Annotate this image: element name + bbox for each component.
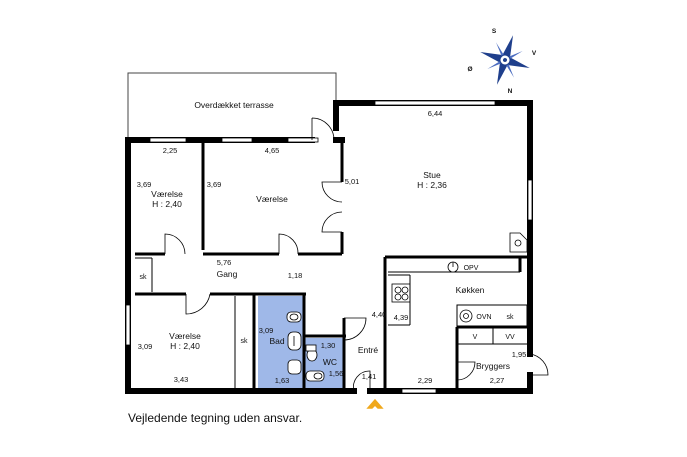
bedroom2-label: Værelse — [256, 194, 288, 204]
oven-label: OVN — [476, 314, 491, 321]
dim-bedroom1-depth: 3,69 — [137, 180, 152, 189]
compass-s-label: S — [492, 28, 497, 35]
dim-utility-width: 2,27 — [490, 376, 505, 385]
dim-bedroom2-depth: 3,69 — [207, 180, 222, 189]
closet-label-kitchen: sk — [507, 314, 515, 321]
windows — [125, 100, 533, 394]
closet-label-hall: sk — [140, 274, 148, 281]
dim-bedroom1-width: 2,25 — [163, 146, 178, 155]
bedroom3-height: H : 2,40 — [170, 341, 200, 351]
dim-hall-width: 1,18 — [288, 271, 303, 280]
dim-bath-width: 1,63 — [275, 376, 290, 385]
dim-wc-width: 1,30 — [321, 341, 336, 350]
water-heater-label: VV — [505, 334, 515, 341]
dim-wc-depth: 1,56 — [329, 369, 344, 378]
dim-entry-width: 1,41 — [362, 372, 377, 381]
bedroom3-label: Værelse — [169, 331, 201, 341]
entry-label: Entré — [358, 345, 379, 355]
kitchen-fixtures — [391, 232, 528, 323]
stove-icon — [394, 286, 402, 294]
compass-n-label: N — [508, 88, 513, 95]
bedroom1-label: Værelse — [151, 189, 183, 199]
dim-bedroom3-depth: 3,09 — [138, 342, 153, 351]
dim-utility-depth: 1,95 — [512, 350, 527, 359]
living-room-height: H : 2,36 — [417, 180, 447, 190]
dim-kitchen-depth: 4,40 — [372, 310, 387, 319]
doors — [164, 117, 549, 392]
living-room-label: Stue — [423, 170, 441, 180]
bathroom-fixtures — [286, 311, 325, 382]
compass-e-label: Ø — [467, 66, 472, 73]
bedroom1-height: H : 2,40 — [152, 199, 182, 209]
utility-label: Bryggers — [476, 361, 510, 371]
terrace-outline — [127, 72, 337, 140]
compass-rose-icon — [480, 35, 530, 85]
closet-label-bedroom3: sk — [241, 338, 249, 345]
wc-label: WC — [323, 357, 337, 367]
compass-w-label: V — [532, 50, 537, 57]
washer-label: V — [473, 334, 478, 341]
dim-living-depth: 5,01 — [345, 177, 360, 186]
dim-hall-length: 5,76 — [217, 258, 232, 267]
entrance-arrow-icon — [366, 398, 384, 409]
bath-label: Bad — [269, 336, 284, 346]
terrace-label: Overdækket terrasse — [194, 100, 274, 110]
interior-walls — [135, 140, 527, 391]
dim-kitchen-width: 4,39 — [394, 313, 409, 322]
disclaimer-text: Vejledende tegning uden ansvar. — [128, 411, 303, 425]
dishwasher-label: OPV — [464, 265, 479, 272]
dim-entry-depth: 2,29 — [418, 376, 433, 385]
dim-bedroom3-width: 3,43 — [174, 375, 189, 384]
dim-bedroom2-width: 4,65 — [265, 146, 280, 155]
dim-living-width: 6,44 — [428, 109, 443, 118]
kitchen-label: Køkken — [456, 285, 485, 295]
hall-label: Gang — [217, 269, 238, 279]
dim-bath-depth: 3,09 — [259, 326, 274, 335]
